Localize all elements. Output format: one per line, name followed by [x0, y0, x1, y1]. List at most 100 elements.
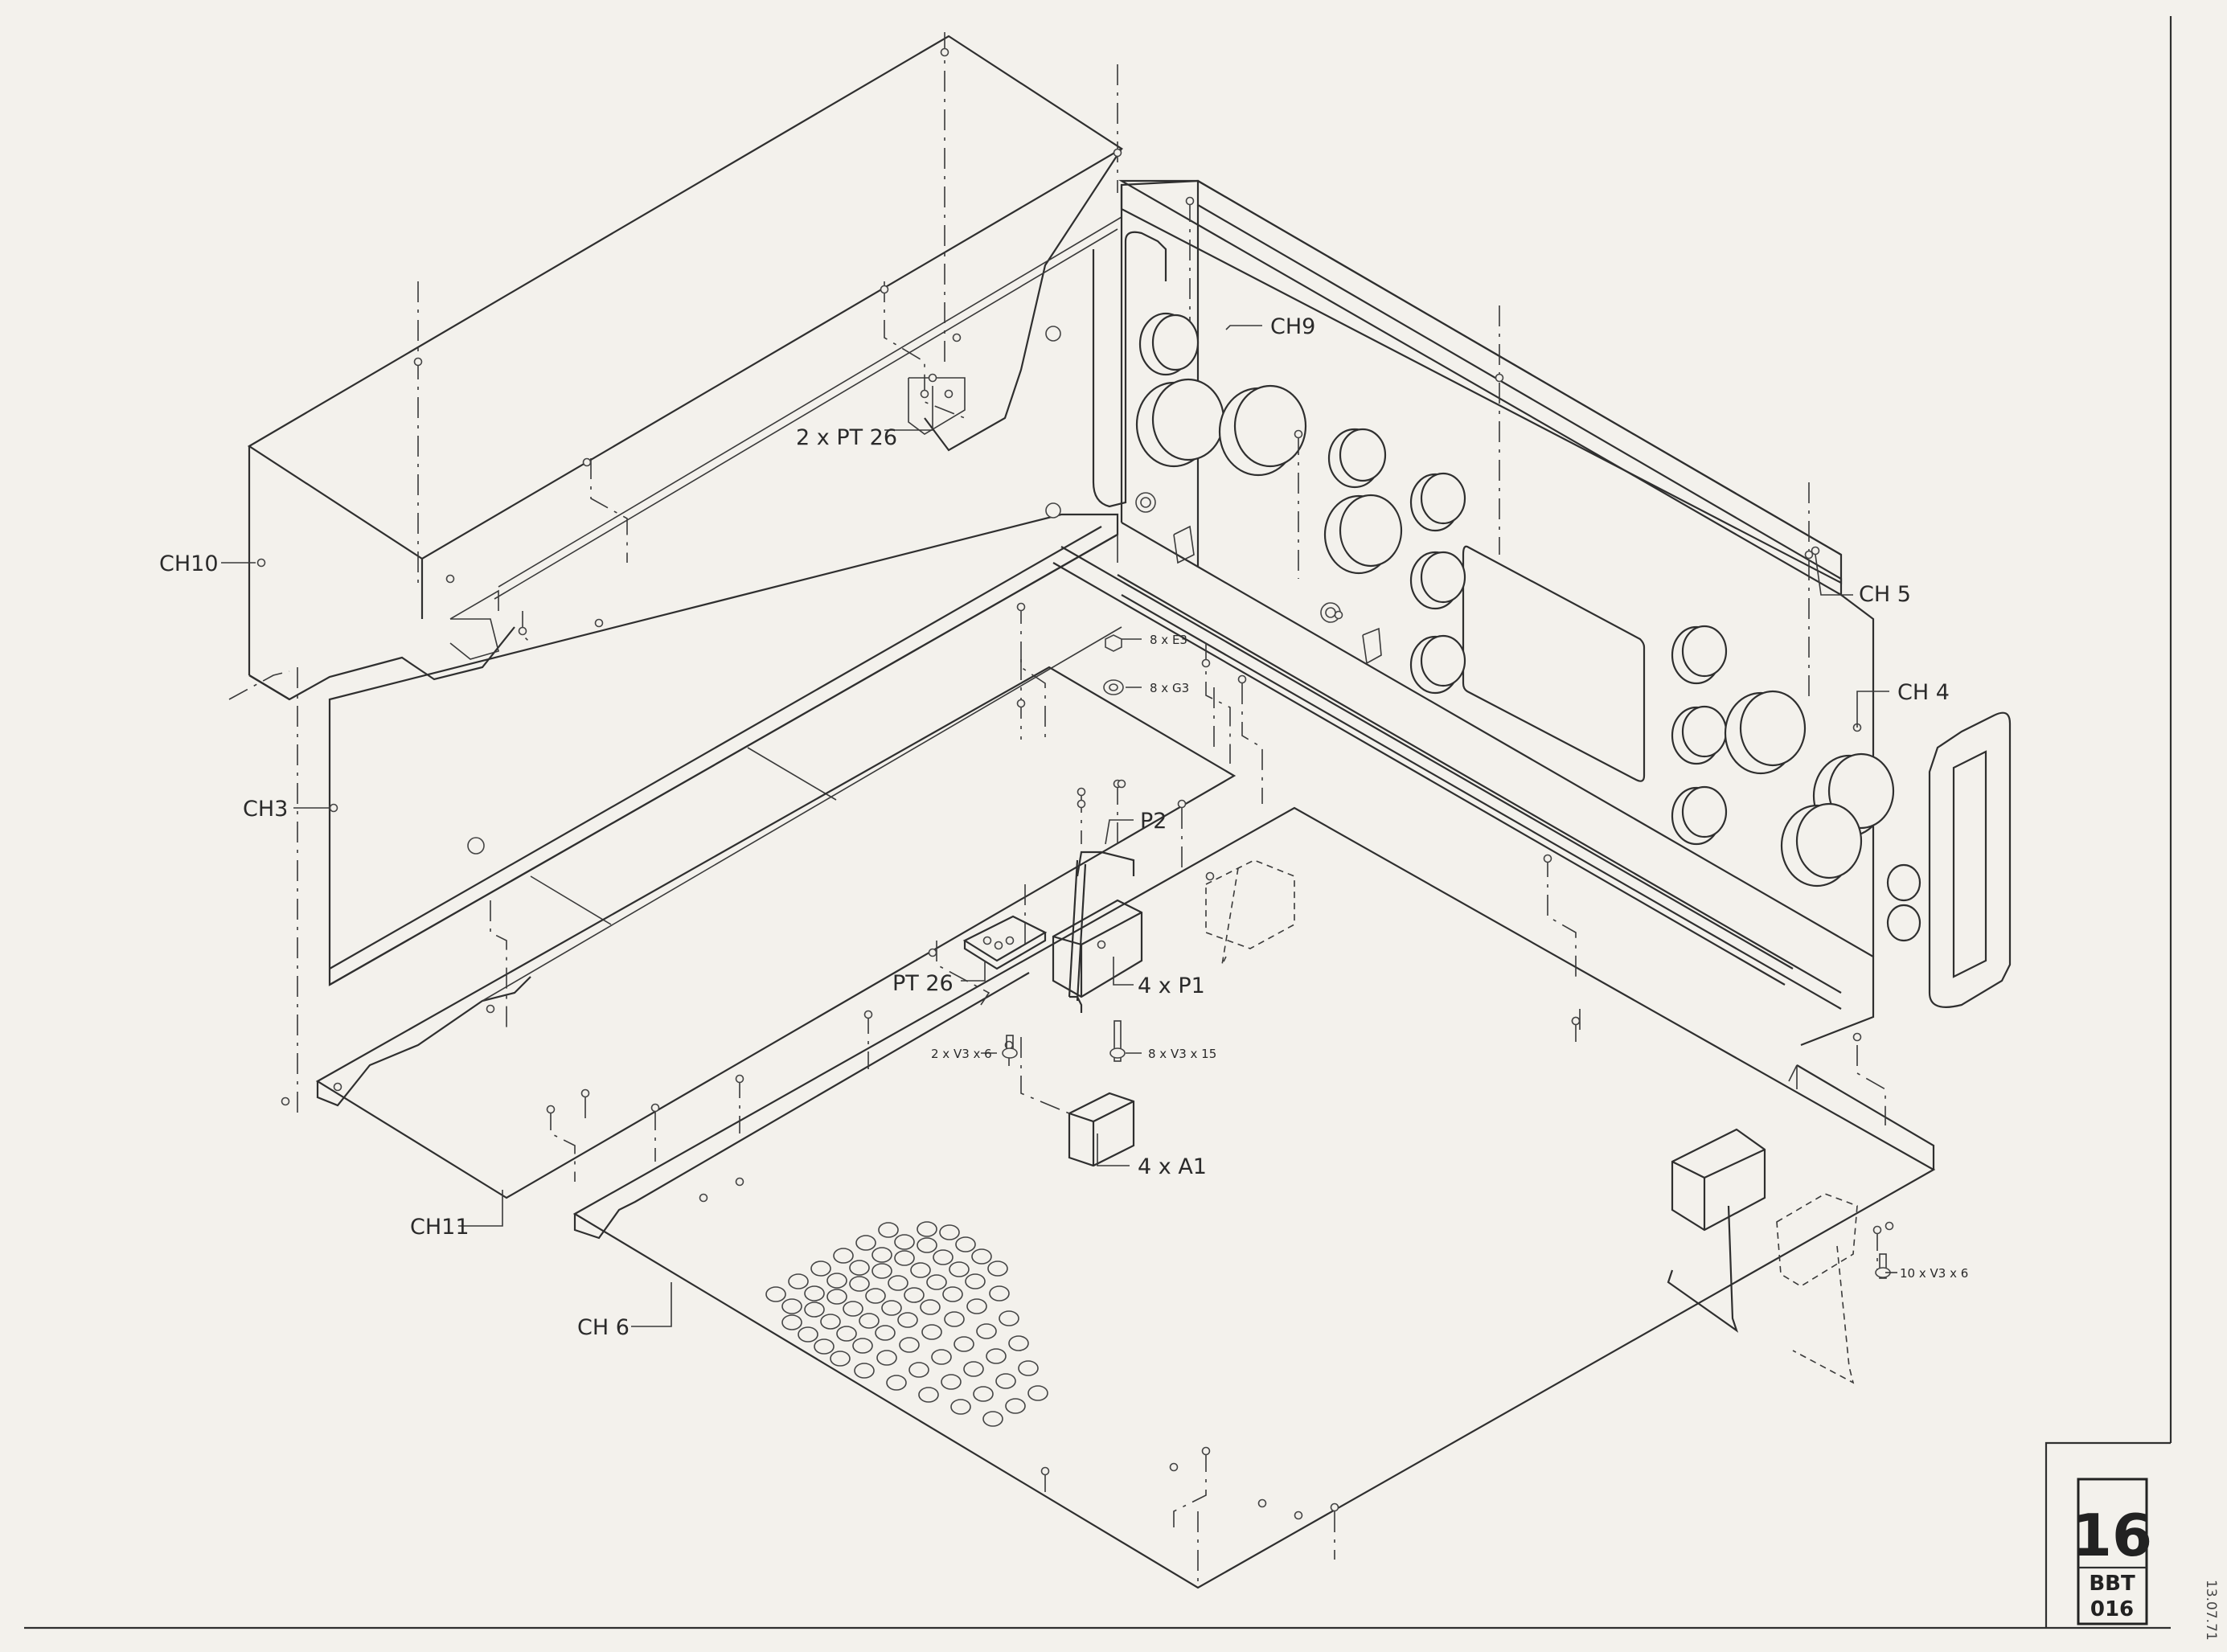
fastener-dot	[880, 285, 889, 294]
fastener-dot	[256, 558, 266, 568]
screw-v3x15	[1109, 1020, 1126, 1062]
vent-hole	[826, 1273, 847, 1289]
fastener-dot	[580, 1088, 590, 1098]
fastener-dot	[1117, 779, 1126, 789]
fastener-dot	[1811, 546, 1820, 555]
vent-hole	[954, 1336, 974, 1352]
bracket-p2	[1052, 851, 1143, 1013]
fastener-dot	[1334, 610, 1343, 620]
vent-hole	[999, 1310, 1019, 1326]
fastener-dot	[1077, 799, 1086, 809]
fastener-dot	[594, 618, 604, 628]
label-ch9: CH9	[1270, 314, 1315, 339]
vent-hole	[814, 1338, 835, 1355]
vent-hole	[843, 1301, 863, 1317]
fastener-dot	[994, 941, 1003, 950]
vent-hole	[894, 1250, 915, 1266]
vent-hole	[973, 1386, 994, 1402]
label-ch3: CH3	[243, 797, 288, 822]
fastener-dot	[1543, 854, 1552, 863]
vent-hole	[849, 1276, 870, 1292]
label-ch11: CH11	[410, 1215, 470, 1240]
fastener-dot	[1097, 940, 1106, 949]
fastener-dot	[329, 803, 338, 813]
fastener-dot	[1113, 148, 1122, 158]
vent-hole	[826, 1289, 847, 1305]
vent-hole	[876, 1350, 897, 1366]
plate-number: 16	[2072, 1502, 2152, 1569]
vent-hole	[989, 1285, 1010, 1302]
fastener-dot	[1077, 787, 1086, 797]
vent-hole	[899, 1337, 920, 1353]
vent-hole	[830, 1351, 851, 1367]
vent-hole	[921, 1324, 942, 1340]
label-8xv3x15: 8 x V3 x 15	[1148, 1047, 1216, 1061]
fastener-dot	[1169, 1462, 1179, 1472]
fastener-dot	[982, 936, 992, 945]
vent-hole	[963, 1361, 984, 1377]
plate-code-bottom: 016	[2090, 1597, 2134, 1621]
vent-hole	[788, 1273, 809, 1289]
screw-v3x6-left	[1002, 1035, 1018, 1059]
fastener-dot	[1571, 1016, 1581, 1026]
fastener-dot	[863, 1010, 873, 1019]
fastener-dot	[944, 389, 954, 399]
vent-hole	[904, 1287, 925, 1303]
fastener-dots	[256, 47, 1894, 1520]
bracket-pt26	[962, 915, 1048, 970]
vent-hole	[966, 1298, 987, 1314]
fastener-dot	[1294, 429, 1303, 439]
vent-hole	[888, 1275, 908, 1291]
fastener-dot	[546, 1105, 556, 1114]
plate-number-box: 16 BBT 016	[2072, 1478, 2152, 1625]
fastener-dot	[1495, 373, 1504, 383]
mounting-bracket-right	[1667, 1128, 1858, 1384]
vent-hole	[765, 1286, 786, 1302]
vent-hole	[942, 1286, 963, 1302]
fastener-dot	[952, 333, 962, 342]
nut-e3	[1105, 634, 1122, 652]
fastener-dot	[928, 948, 937, 957]
label-ch10: CH10	[159, 551, 219, 576]
fastener-dot	[1005, 936, 1015, 945]
vent-hole	[872, 1247, 892, 1263]
vent-hole	[897, 1312, 918, 1328]
label-2xpt26: 2 x PT 26	[796, 425, 897, 450]
construction-lines	[228, 32, 1886, 1588]
label-ch6: CH 6	[577, 1315, 630, 1340]
fastener-dot	[582, 457, 592, 467]
vent-hole	[798, 1326, 818, 1343]
clip-a1	[1068, 1092, 1135, 1167]
vent-hole-array	[765, 1221, 1048, 1427]
fastener-dot	[1201, 658, 1211, 668]
vent-hole	[908, 1362, 929, 1378]
vent-hole	[949, 1261, 970, 1277]
date-reference: 13.07.71	[2203, 1580, 2219, 1641]
vent-hole	[810, 1261, 831, 1277]
label-ch4: CH 4	[1897, 680, 1950, 705]
fastener-dot	[281, 1097, 290, 1106]
label-pt26: PT 26	[892, 971, 954, 996]
fastener-dot	[1872, 1225, 1882, 1235]
screw-v3x6-right	[1875, 1253, 1891, 1279]
vent-hole	[920, 1299, 941, 1315]
vent-hole	[875, 1325, 896, 1341]
vent-hole	[917, 1237, 937, 1253]
fastener-dot	[486, 1004, 495, 1014]
vent-hole	[1005, 1398, 1026, 1414]
vent-hole	[918, 1387, 939, 1403]
vent-hole	[865, 1288, 886, 1304]
vent-hole	[886, 1375, 907, 1391]
vent-hole	[804, 1302, 825, 1318]
vent-hole	[781, 1298, 802, 1314]
label-10xv3x6: 10 x V3 x 6	[1900, 1266, 1968, 1281]
fastener-dot	[1185, 196, 1195, 206]
vent-hole	[852, 1338, 873, 1354]
label-p2: P2	[1140, 809, 1167, 834]
fastener-dot	[735, 1074, 744, 1084]
label-8xe3: 8 x E3	[1150, 633, 1187, 647]
fastener-dot	[735, 1177, 744, 1187]
fastener-dot	[1294, 1511, 1303, 1520]
vent-hole	[833, 1248, 854, 1264]
fastener-dot	[1205, 871, 1215, 881]
